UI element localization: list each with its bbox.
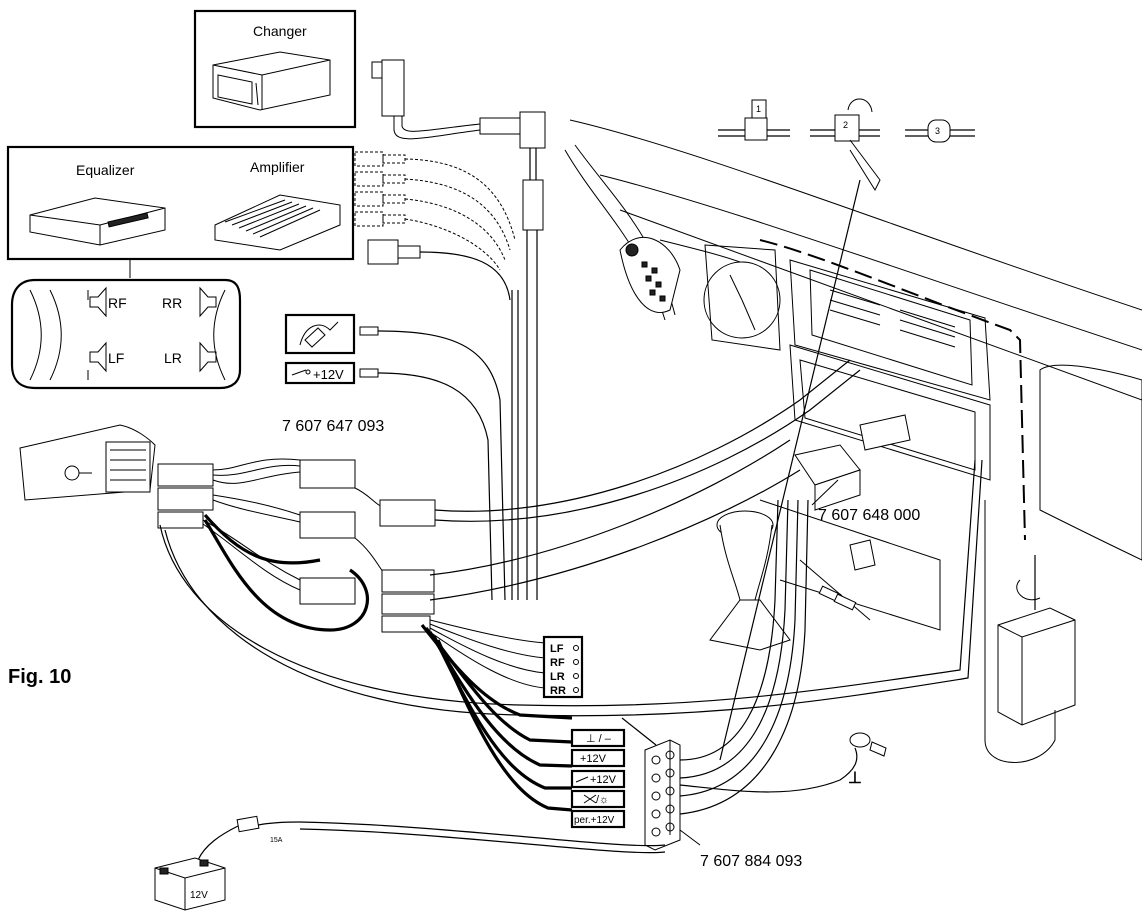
- changer-cable: [371, 59, 546, 180]
- speaker-lr-label: LR: [164, 350, 182, 366]
- changer-label: Changer: [253, 23, 307, 39]
- gear-shift: [709, 510, 791, 651]
- remote-control: [564, 144, 681, 321]
- ground-connection: [679, 732, 887, 793]
- antenna-module: [984, 500, 1076, 763]
- ground-symbol: ⊥: [848, 770, 862, 787]
- clip-step-2: 2: [810, 98, 881, 192]
- part-number-adapter-harness: 7 607 647 093: [282, 418, 384, 435]
- trunk-cable: [511, 179, 544, 600]
- changer-box: Changer: [193, 9, 357, 129]
- radio-chassis: [19, 424, 156, 501]
- clip-step-2-number: 2: [843, 120, 848, 130]
- part-number-terminal-block: 7 607 884 093: [700, 853, 802, 870]
- power-terminal-labels: ⊥ / – +12V +12V /☼ per.+12V: [570, 728, 626, 829]
- output-rr-label: RR: [550, 685, 566, 697]
- terminal-block: [644, 179, 861, 851]
- rca-connectors: [354, 151, 516, 301]
- iso-harness: [157, 359, 983, 717]
- clip-step-1: 1: [718, 99, 790, 141]
- iso-connector-dash: [794, 414, 911, 611]
- terminal-ground-label: ⊥ / –: [586, 733, 612, 745]
- speaker-rr-label: RR: [162, 295, 182, 311]
- car-speaker-layout: RF RR LF LR: [10, 259, 242, 390]
- terminal-illumination-label: /☼: [596, 794, 609, 806]
- speaker-lf-label: LF: [108, 350, 124, 366]
- equalizer-label: Equalizer: [76, 162, 135, 178]
- battery-fuse: 15A 12V: [154, 815, 666, 911]
- clip-step-3-number: 3: [935, 126, 940, 136]
- clip-step-illustrations: 1 2 3: [718, 98, 975, 192]
- figure-label: Fig. 10: [8, 666, 71, 688]
- amplifier-label: Amplifier: [250, 159, 305, 175]
- terminal-ignition-label: +12V: [590, 774, 617, 786]
- output-rf-label: RF: [550, 657, 565, 669]
- phone-mute-input: [284, 313, 506, 601]
- part-number-connector: 7 607 648 000: [818, 507, 920, 524]
- output-lr-label: LR: [550, 671, 565, 683]
- clip-step-1-number: 1: [756, 104, 761, 114]
- ignition-input: +12V: [284, 361, 493, 601]
- dashboard-outline: [569, 119, 1142, 631]
- connector-leader-line: [811, 479, 839, 506]
- battery-label: 12V: [190, 890, 208, 901]
- power-wires: [420, 624, 657, 812]
- ignition-12v-label: +12V: [313, 367, 344, 382]
- output-lf-label: LF: [550, 643, 564, 655]
- clip-step-3: 3: [905, 119, 975, 143]
- speaker-output-block: LF RF LR RR: [542, 635, 584, 699]
- terminal-12v-label: +12V: [580, 753, 607, 765]
- equalizer-amplifier-box: Equalizer Amplifier: [6, 145, 355, 261]
- terminal-permanent-label: per.+12V: [574, 815, 615, 826]
- speaker-rf-label: RF: [108, 295, 127, 311]
- fuse-label: 15A: [270, 837, 283, 844]
